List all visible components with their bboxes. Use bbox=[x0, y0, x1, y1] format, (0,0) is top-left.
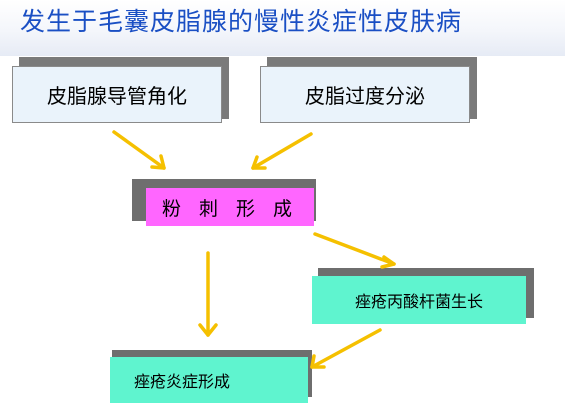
node-bacteria-growth: 痤疮丙酸杆菌生长 bbox=[312, 276, 526, 324]
arrow-comedo-to-bacteria bbox=[313, 232, 396, 269]
node-acne-inflammation: 痤疮炎症形成 bbox=[110, 357, 308, 403]
node-sebum-overproduction: 皮脂过度分泌 bbox=[260, 66, 470, 123]
title-bar: 发生于毛囊皮脂腺的慢性炎症性皮肤病 bbox=[0, 0, 565, 56]
arrow-hyperkeratosis-to-comedo bbox=[112, 130, 166, 170]
page-title: 发生于毛囊皮脂腺的慢性炎症性皮肤病 bbox=[20, 7, 463, 36]
arrow-sebum-to-comedo bbox=[251, 132, 313, 170]
node-hyperkeratosis: 皮脂腺导管角化 bbox=[12, 66, 222, 123]
arrow-bacteria-to-inflammation bbox=[310, 328, 382, 369]
node-comedo-formation: 粉 刺 形 成 bbox=[146, 188, 314, 226]
arrow-comedo-to-inflammation bbox=[198, 251, 218, 337]
